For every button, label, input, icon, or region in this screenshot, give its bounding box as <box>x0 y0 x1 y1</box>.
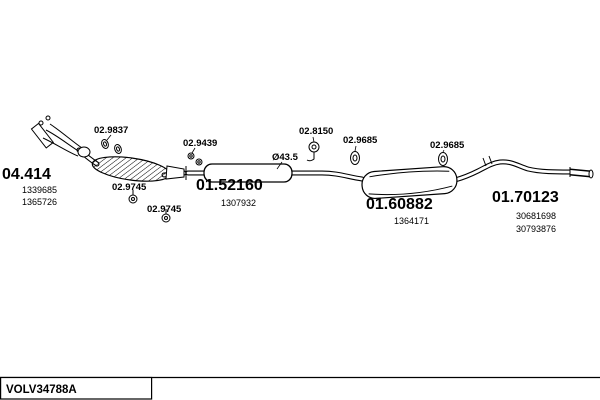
label-rear-oem1: 1364171 <box>394 216 429 226</box>
intermediate-pipe <box>287 170 365 182</box>
label-tail-code: 01.70123 <box>492 189 559 206</box>
label-center-oem1: 1307932 <box>221 198 256 208</box>
label-tail-oem1: 30681698 <box>516 211 556 221</box>
exhaust-manifold <box>30 115 91 158</box>
label-hanger-b-code: 02.9745 <box>147 204 182 215</box>
rear-silencer <box>361 166 458 200</box>
tail-pipe-joint-ticks <box>482 155 493 167</box>
tail-pipe-tip <box>569 167 594 179</box>
spring-bolt-kit <box>187 147 203 166</box>
diameter-leader <box>276 161 283 170</box>
tail-pipe-run <box>452 159 573 183</box>
label-pipe-diameter: Ø43.5 <box>272 152 299 163</box>
label-rubber-b-code: 02.9685 <box>430 140 465 151</box>
rubber-hanger-rear <box>438 149 448 166</box>
label-bracket-code: 02.8150 <box>299 126 333 137</box>
center-silencer <box>203 163 293 183</box>
label-tail-oem2: 30793876 <box>516 224 556 234</box>
label-rear-code: 01.60882 <box>366 196 433 213</box>
label-springs-code: 02.9439 <box>183 138 217 149</box>
label-front-oem1: 1339685 <box>22 185 57 195</box>
rubber-hanger-front <box>350 145 360 165</box>
label-gasket-code: 02.9837 <box>94 125 128 136</box>
hanger-clamp-upper <box>128 190 138 204</box>
hanger-clamp-lower <box>161 209 171 223</box>
label-center-code: 01.52160 <box>196 177 263 194</box>
label-front-oem2: 1365726 <box>22 197 57 207</box>
label-front-code: 04.414 <box>2 166 51 183</box>
sheet-footer: VOLV34788A <box>0 376 600 400</box>
mount-bracket <box>306 136 320 162</box>
sheet-code: VOLV34788A <box>6 384 77 396</box>
label-rubber-a-code: 02.9685 <box>343 135 378 146</box>
gasket-rings <box>101 134 122 154</box>
sheet-code-box <box>0 376 153 400</box>
catalytic-converter <box>91 156 187 182</box>
label-hanger-a-code: 02.9745 <box>112 182 147 193</box>
